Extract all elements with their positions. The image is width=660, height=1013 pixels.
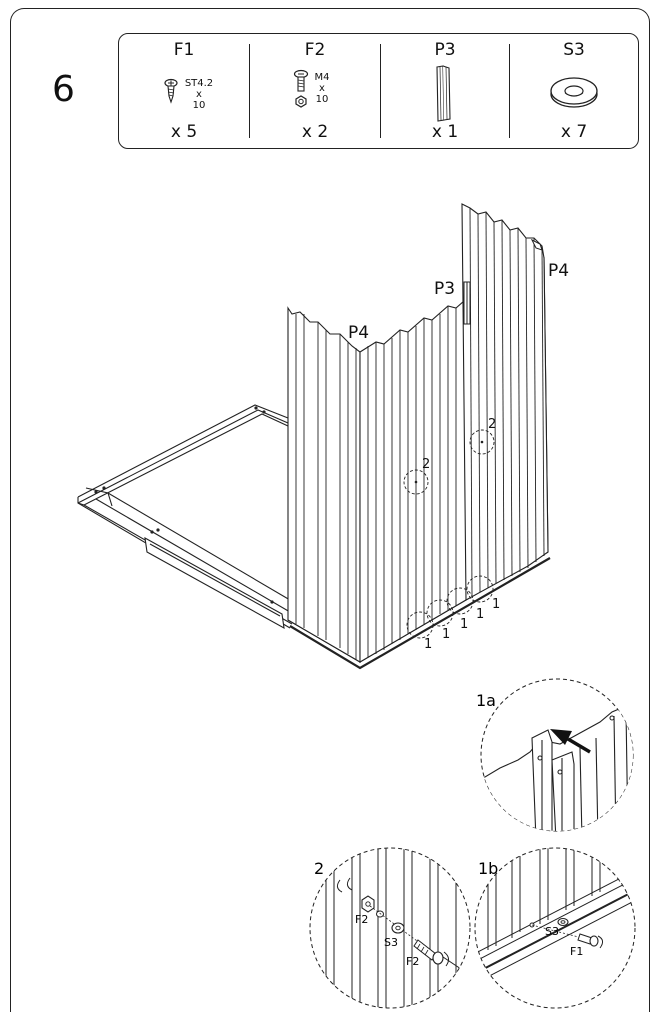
label-f2-top: F2 (355, 913, 368, 926)
callout-1-label: 1 (460, 617, 468, 632)
part-spec-x: x (196, 89, 202, 100)
callout-2-rivets (414, 440, 484, 484)
detail-1b: 1b S3 F1 (474, 847, 636, 1009)
nut-f2-detail (361, 895, 375, 913)
detail-1b-label: 1b (478, 859, 498, 878)
label-f2-bottom: F2 (406, 955, 419, 968)
part-quantity: x 7 (560, 122, 588, 142)
part-spec-size: ST4.2 (184, 78, 214, 89)
part-f2: F2 M4 x 10 x 2 (250, 34, 380, 148)
bolt-and-nut-icon (293, 69, 309, 108)
part-s3: S3 x 7 (510, 34, 638, 148)
part-spec-length: 10 (315, 94, 329, 105)
label-p3: P3 (434, 279, 455, 299)
part-quantity: x 5 (170, 122, 198, 142)
part-quantity: x 1 (431, 122, 459, 142)
part-code: F2 (304, 40, 326, 60)
callout-1-label: 1 (476, 607, 484, 622)
panel-ribs (295, 207, 545, 660)
detail-2: 2 F2 S3 F2 (309, 847, 471, 1009)
divider (380, 44, 381, 138)
washer-s3-detail (391, 922, 405, 934)
part-f1: F1 ST4.2 x 10 x 5 (119, 34, 249, 148)
label-p4-left: P4 (348, 323, 369, 343)
page-frame (10, 8, 650, 1012)
washer-icon (550, 77, 598, 108)
part-spec-size: M4 (314, 72, 330, 83)
label-s3: S3 (545, 925, 559, 938)
part-code: P3 (434, 40, 456, 60)
detail-1a-label: 1a (476, 691, 496, 710)
corner-profile-p3 (463, 281, 471, 325)
frame-rivets (94, 406, 274, 604)
part-code: F1 (173, 40, 195, 60)
label-p4-right: P4 (548, 261, 569, 281)
callout-1-label: 1 (424, 637, 432, 652)
callout-1-circles (406, 575, 494, 639)
washer-s3-detail (557, 917, 569, 927)
wall-panels (287, 203, 549, 663)
detail-2-label: 2 (314, 859, 324, 878)
divider (509, 44, 510, 138)
bolt-f2-detail (413, 939, 450, 967)
part-code: S3 (563, 40, 585, 60)
label-f1: F1 (570, 945, 583, 958)
push-direction-arrow-icon (550, 729, 591, 754)
part-spec-x: x (319, 83, 325, 94)
callout-2-circles (403, 429, 495, 495)
callout-2-label: 2 (422, 457, 430, 472)
part-spec-length: 10 (192, 100, 206, 111)
parts-list-box: F1 ST4.2 x 10 x 5 F2 (118, 33, 639, 149)
self-tapping-screw-icon (164, 78, 178, 104)
divider (249, 44, 250, 138)
callout-1-label: 1 (442, 627, 450, 642)
label-s3: S3 (384, 936, 398, 949)
corner-cap (530, 238, 543, 251)
detail-1a: 1a (476, 678, 634, 832)
part-p3: P3 x 1 (381, 34, 509, 148)
screw-f1-detail (577, 933, 604, 949)
part-quantity: x 2 (301, 122, 329, 142)
callout-1-label: 1 (492, 597, 500, 612)
corner-profile-icon (436, 65, 451, 122)
step-number: 6 (52, 69, 75, 110)
callout-2-label: 2 (488, 417, 496, 432)
